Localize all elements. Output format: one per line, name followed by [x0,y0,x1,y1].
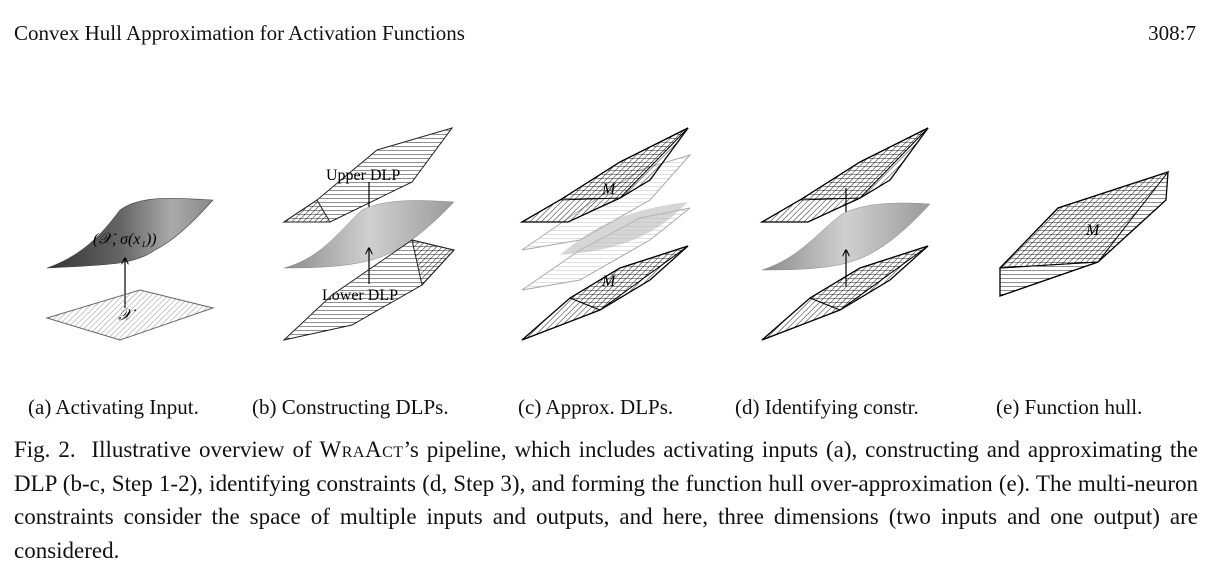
input-domain-plane [45,289,215,341]
upper-dlp-label: Upper DLP [326,167,400,184]
upper-m-label: M [601,181,617,198]
subcaption-e: (e) Function hull. [996,395,1143,419]
method-name: WraAct [319,437,404,462]
surface-label: (𝒳, σ(x₁)) [93,231,157,248]
caption-body: ’s pipeline, which includes activating i… [14,437,1199,563]
lower-m-label: M [601,273,617,290]
figure-2: (𝒳, σ(x₁)) 𝒳 Upper DLP Lower DLP M [20,90,1200,380]
panel-c-approx-dlps: M M [519,90,692,380]
upper-dlp-facet [282,199,331,223]
subcaption-d: (d) Identifying constr. [735,395,919,419]
caption-label: Fig. 2. [14,437,76,462]
subfigure-captions: (a) Activating Input. (b) Constructing D… [0,395,1214,423]
figure-caption: Fig. 2. Illustrative overview of WraAct’… [14,433,1198,567]
running-title: Convex Hull Approximation for Activation… [14,20,465,45]
lower-dlp-facet [411,239,455,287]
activation-surface [560,202,688,255]
panel-b-constructing-dlps: Upper DLP Lower DLP [282,90,457,380]
page-number: 308:7 [1148,20,1196,45]
page-header: Convex Hull Approximation for Activation… [14,18,1196,48]
panel-e-function-hull: M [998,90,1170,380]
activation-surface [761,202,931,271]
upper-constraint-facet [798,127,929,201]
subcaption-b: (b) Constructing DLPs. [252,395,449,419]
hull-side-facet [999,261,1099,297]
lower-constraint-facet [808,245,929,311]
upper-approx-facet [558,127,689,201]
lower-dlp-label: Lower DLP [322,287,398,304]
activation-surface [283,200,455,269]
subcaption-a: (a) Activating Input. [28,395,199,419]
subcaption-c: (c) Approx. DLPs. [518,395,674,419]
hull-m-label: M [1085,222,1101,239]
lower-approx-facet [568,245,689,311]
panel-a-activating-input: (𝒳, σ(x₁)) 𝒳 [45,90,215,380]
panel-d-identifying-constraints [759,90,932,380]
caption-intro: Illustrative overview of [91,437,312,462]
